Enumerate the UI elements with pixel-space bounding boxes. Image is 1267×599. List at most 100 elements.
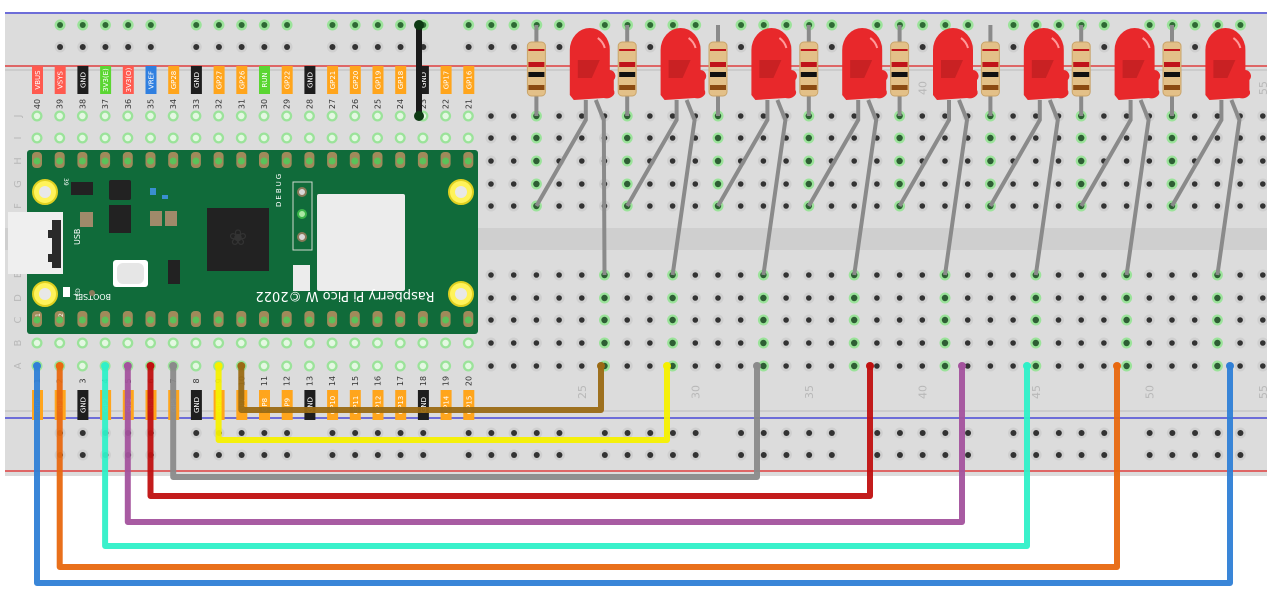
hole-center: [510, 203, 517, 209]
row-label: D: [13, 294, 24, 302]
hole-center: [1237, 272, 1243, 278]
jumper-wire[interactable]: [215, 363, 670, 443]
hole-center: [1168, 180, 1176, 188]
pin-number: 33: [192, 99, 201, 109]
hole-center: [896, 317, 903, 323]
pin-number: 30: [260, 99, 269, 109]
smd-component: [150, 188, 156, 195]
jumper-wire[interactable]: [102, 363, 1030, 549]
hole-center: [147, 134, 154, 142]
resistor-band: [710, 62, 726, 67]
hole-center: [942, 113, 948, 119]
hole-center: [306, 134, 313, 142]
row-label: J: [13, 115, 24, 119]
pico-w-board[interactable]: USB 39 1 2 ❀ BOOTSEL LED DEBUG: [8, 150, 478, 334]
hole-center: [828, 272, 835, 278]
pin-label-tag: [463, 66, 475, 94]
column-number: 25: [576, 385, 589, 399]
pin-label: GP14: [443, 395, 451, 414]
hole-center: [1055, 340, 1062, 346]
resistor[interactable]: [1162, 41, 1182, 97]
hole-center: [828, 340, 835, 346]
jumper-wire[interactable]: [147, 363, 873, 499]
resistor[interactable]: [980, 41, 1000, 97]
hole-center: [1237, 158, 1243, 164]
resistor[interactable]: [617, 41, 637, 97]
resistor[interactable]: [799, 41, 819, 97]
hole-center: [919, 22, 926, 28]
hole-center: [737, 181, 744, 187]
jumper-wire[interactable]: [170, 363, 760, 480]
hole-center: [1033, 22, 1040, 28]
hole-center: [261, 22, 268, 28]
hole-center: [806, 272, 812, 278]
resistor[interactable]: [890, 41, 910, 97]
hole-center: [942, 22, 949, 28]
hole-center: [669, 294, 676, 302]
resistor[interactable]: [1071, 41, 1091, 97]
hole-center: [1123, 135, 1130, 141]
red-led[interactable]: [842, 28, 888, 100]
jumper-wire[interactable]: [56, 363, 1120, 570]
pad-hole: [78, 157, 86, 165]
wire-end: [597, 362, 605, 370]
hole-center: [465, 112, 472, 120]
hole-center: [352, 452, 359, 458]
hole-center: [783, 452, 790, 458]
hole-center: [419, 362, 427, 370]
hole-center: [193, 44, 200, 50]
pin-label: GP17: [443, 71, 451, 90]
pin-number: 23: [419, 99, 428, 109]
hole-center: [510, 317, 517, 323]
hole-center: [1055, 22, 1062, 28]
red-led[interactable]: [1205, 28, 1251, 100]
resistor[interactable]: [526, 41, 546, 97]
hole-center: [556, 295, 562, 301]
red-led[interactable]: [751, 28, 797, 100]
hole-center: [510, 340, 517, 346]
hole-center: [1055, 181, 1062, 187]
hole-center: [283, 362, 290, 370]
debug-pin[interactable]: [297, 232, 307, 242]
resistor-band: [619, 85, 636, 90]
pin-number: 27: [328, 99, 337, 109]
hole-center: [1101, 363, 1107, 369]
red-led[interactable]: [1114, 28, 1161, 100]
red-led[interactable]: [1023, 27, 1070, 100]
hole-center: [1033, 113, 1039, 119]
resistor-band: [528, 62, 545, 67]
hole-center: [1214, 158, 1221, 164]
hole-center: [79, 112, 86, 120]
hole-center: [1260, 363, 1266, 369]
hole-center: [1237, 363, 1243, 369]
debug-pin[interactable]: [297, 209, 307, 219]
hole-center: [101, 339, 109, 347]
hole-center: [783, 317, 789, 323]
hole-center: [102, 44, 109, 50]
hole-center: [1260, 317, 1266, 323]
hole-center: [1010, 430, 1017, 436]
hole-center: [987, 340, 994, 346]
hole-center: [1237, 340, 1243, 346]
usb-port-icon: [48, 220, 61, 268]
wire-end: [146, 362, 155, 370]
jumper-wire[interactable]: [34, 363, 1233, 586]
jumper-wire[interactable]: [124, 363, 965, 525]
debug-pin[interactable]: [297, 187, 307, 197]
led-leg-cathode: [943, 99, 970, 276]
row-label: F: [13, 203, 24, 209]
hole-center: [1055, 317, 1062, 323]
hole-center: [714, 157, 722, 165]
hole-center: [1169, 317, 1175, 323]
hole-center: [1101, 44, 1108, 50]
jumper-wire[interactable]: [238, 363, 604, 413]
red-led[interactable]: [660, 28, 707, 100]
pin-label: GP8: [261, 398, 269, 412]
hole-center: [601, 430, 608, 436]
hole-center: [669, 316, 676, 324]
red-led[interactable]: [933, 28, 979, 100]
red-led[interactable]: [569, 28, 616, 100]
hole-center: [147, 22, 154, 28]
led-die: [941, 60, 963, 78]
resistor[interactable]: [708, 41, 728, 97]
